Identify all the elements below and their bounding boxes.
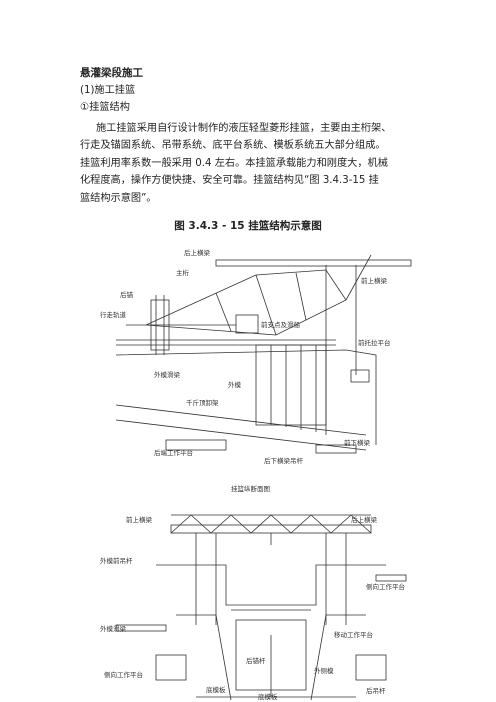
- label-rear-upper-beam: 后上横梁: [184, 248, 211, 257]
- label-mobile-platform: 移动工作平台: [334, 630, 373, 639]
- diagram-title-longitudinal: 挂篮纵断面图: [231, 484, 270, 493]
- label-rear-hanger: 后吊杆: [366, 686, 386, 695]
- label-rear-upper-beam-2: 后上横梁: [351, 515, 378, 524]
- label-bottom-form-2: 底模板: [258, 692, 278, 701]
- upper-beam: [215, 259, 412, 267]
- paragraph-line: 挂篮利用率系数一般采用 0.4 左右。本挂篮承载能力和刚度大，机械: [80, 158, 388, 169]
- label-front-upper-beam: 前上横梁: [361, 276, 388, 285]
- sub-heading-1: (1)施工挂篮: [80, 85, 136, 96]
- section-heading: 悬灌梁段施工: [80, 67, 143, 79]
- label-track: 行走轨道: [100, 310, 127, 319]
- label-main-truss: 主桁: [176, 268, 190, 277]
- label-front-support: 前支点及滑船: [261, 320, 301, 329]
- diagram-longitudinal-section: 后上横梁 主桁 后锚 行走轨道 前上横梁 前支点及滑船 前托拉平台 外模滑梁 外…: [100, 248, 412, 493]
- paragraph-line: 行走及锚固系统、吊带系统、底平台系统、模板系统五大部分组成。: [80, 140, 386, 151]
- label-rear-anchor-rod: 后锚杆: [246, 656, 266, 665]
- label-rear-platform: 后端工作平台: [154, 448, 193, 457]
- diagram-cross-section: 前上横梁 后上横梁 外模前吊杆 侧向工作平台 外模滑梁 移动工作平台 后锚杆 外…: [100, 514, 407, 701]
- paragraph-line: 化程度高，操作方便快捷、安全可靠。挂篮结构见“图 3.4.3-15 挂: [80, 175, 379, 186]
- label-side-platform-right: 侧向工作平台: [366, 582, 405, 591]
- label-front-platform: 前托拉平台: [358, 338, 391, 347]
- label-front-upper-beam-2: 前上横梁: [126, 515, 153, 524]
- label-jack: 千斤顶卸架: [186, 398, 219, 407]
- label-outer-front-hanger: 外模前吊杆: [100, 556, 133, 565]
- label-rear-lower-hanger: 后下横梁吊杆: [264, 456, 304, 465]
- label-front-lower-beam: 前下横梁: [344, 438, 371, 447]
- label-outer-slide-beam-2: 外模滑梁: [100, 624, 127, 633]
- paragraph-line: 篮结构示意图”。: [80, 193, 157, 204]
- label-bottom-form-1: 底模板: [206, 685, 226, 694]
- label-outer-form: 外模: [228, 380, 242, 389]
- paragraph-line: 施工挂篮采用自行设计制作的液压轻型菱形挂篮，主要由主桁架、: [96, 123, 392, 134]
- label-outer-side-form: 外侧模: [314, 666, 334, 675]
- label-outer-slide-beam: 外模滑梁: [154, 370, 181, 379]
- label-side-platform-left: 侧向工作平台: [104, 670, 143, 679]
- label-rear-anchor: 后锚: [120, 290, 134, 299]
- sub-heading-2: ①挂篮结构: [80, 102, 130, 113]
- figure-caption: 图 3.4.3 - 15 挂篮结构示意图: [174, 220, 322, 232]
